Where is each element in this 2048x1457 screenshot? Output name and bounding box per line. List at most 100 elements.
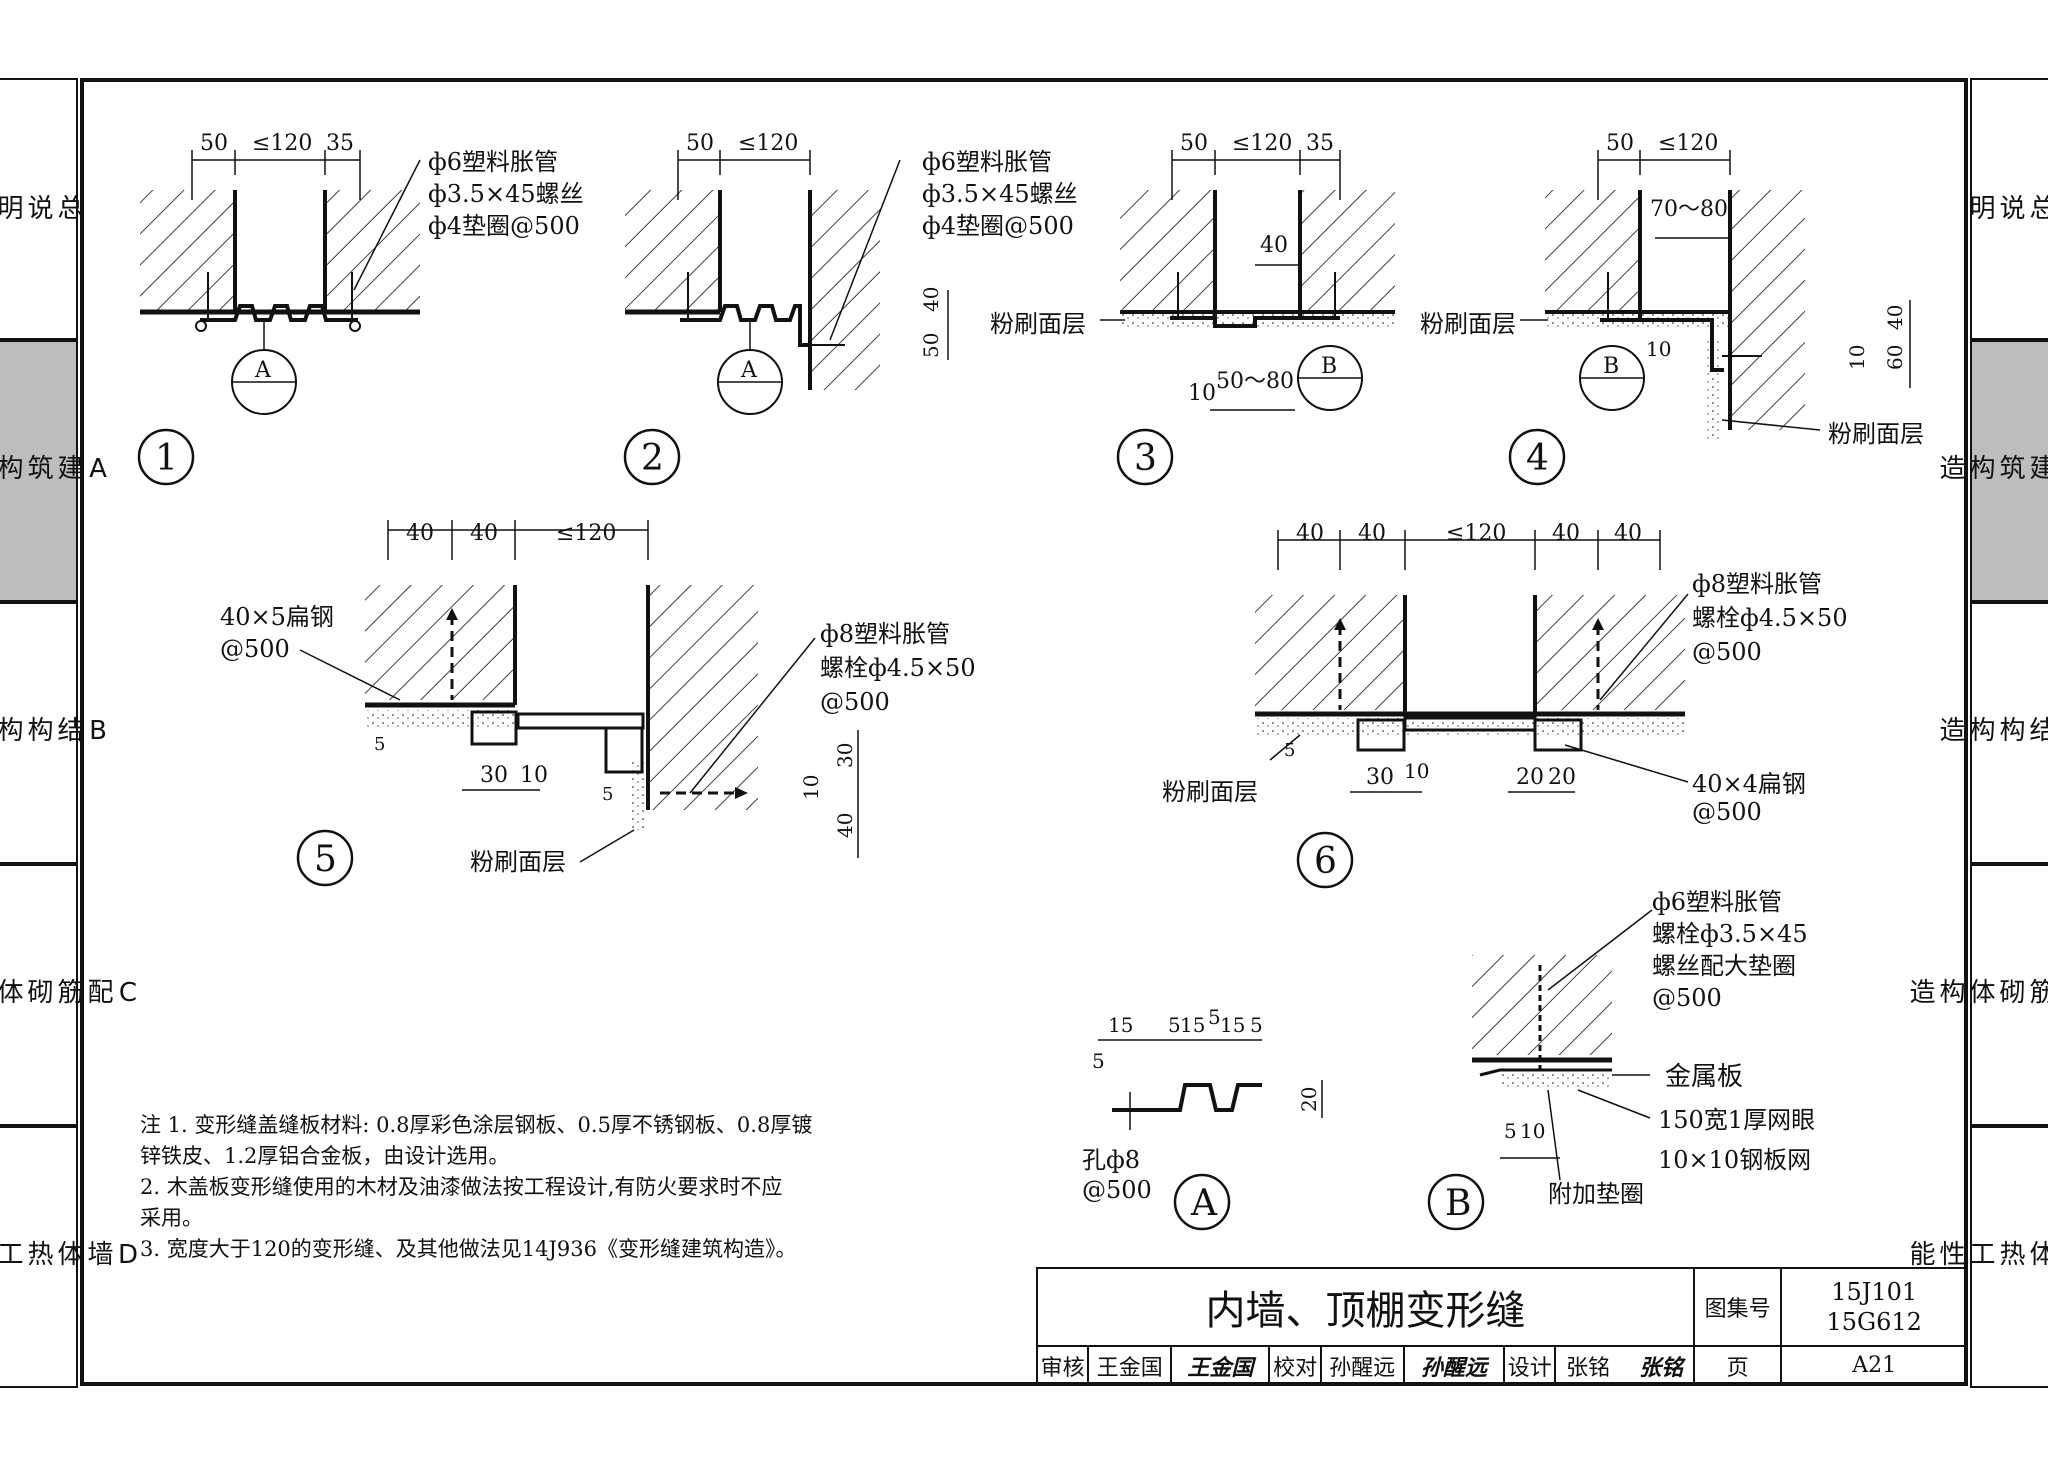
detail-number: A — [1190, 1183, 1218, 1224]
dim-label: 50 — [1180, 131, 1208, 156]
dim-label: 15 — [1180, 1013, 1205, 1037]
dim-label: ≤120 — [1446, 521, 1506, 546]
dim-label: 5 — [1504, 1119, 1517, 1143]
dim-label: 50 — [200, 131, 228, 156]
dim-label: 5 — [374, 734, 385, 755]
detail-number: 3 — [1134, 438, 1157, 479]
dim-label: 15 — [1220, 1013, 1245, 1037]
dim-label: 5 — [1168, 1013, 1181, 1037]
detail-4: 50 ≤120 70～80 10 40 60 10 粉刷面层 粉刷面层 B 4 — [1420, 131, 1924, 486]
dim-label: 5 — [1250, 1013, 1263, 1037]
dim-label: 40 — [833, 813, 857, 838]
check-label: 校对 — [1268, 1345, 1322, 1386]
design-name: 张铭 — [1566, 1355, 1611, 1381]
note-label: ф4垫圈@500 — [428, 212, 580, 240]
dim-label: 50 — [1606, 131, 1634, 156]
note-label: 粉刷面层 — [1828, 420, 1924, 448]
note-label: 粉刷面层 — [1420, 310, 1516, 338]
atlas-number-2: 15G612 — [1826, 1308, 1922, 1337]
note-label: ф8塑料胀管 — [820, 620, 950, 648]
drawing-frame — [80, 78, 1968, 1386]
dim-label: ≤120 — [1658, 131, 1718, 156]
note-label: 10×10钢板网 — [1658, 1146, 1811, 1174]
detail-number: 1 — [155, 438, 178, 479]
dim-label: 30 — [833, 743, 857, 768]
side-tab-thermal[interactable]: D 墙 体 热 工 性 能 — [0, 1126, 143, 1388]
note-line: 注 1. 变形缝盖缝板材料: 0.8厚彩色涂层钢板、0.5厚不锈钢板、0.8厚镀 — [140, 1113, 813, 1137]
detail-number: B — [1445, 1183, 1471, 1224]
review-name: 王金国 — [1087, 1345, 1173, 1386]
dim-label: 5 — [602, 784, 613, 805]
side-tab-label: C 配 筋 砌 体 构 造 — [0, 978, 143, 1012]
note-label: ф6塑料胀管 — [1652, 888, 1782, 916]
dim-label: 10 — [799, 775, 823, 800]
side-tab-masonry[interactable]: C 配 筋 砌 体 构 造 — [1905, 864, 2048, 1126]
side-tab-label: A 建 筑 构 造 — [1935, 454, 2048, 484]
side-tab-structure[interactable]: B 结 构 构 造 — [1935, 602, 2048, 864]
dim-label: 10 — [1520, 1119, 1545, 1143]
title-block: 内墙、顶棚变形缝 图集号 15J101 15G612 审核 王金国 王金国 校对… — [1035, 1266, 1968, 1386]
side-tab-general[interactable]: 总 说 明 — [0, 78, 83, 340]
note-line: 2. 木盖板变形缝使用的木材及油漆做法按工程设计,有防火要求时不应 — [140, 1175, 783, 1199]
side-tab-general[interactable]: 总 说 明 — [1965, 78, 2048, 340]
side-tab-masonry[interactable]: C 配 筋 砌 体 构 造 — [0, 864, 143, 1126]
dim-label: ≤120 — [1232, 131, 1292, 156]
dim-label: 40 — [1358, 521, 1386, 546]
dim-label: 40 — [1260, 233, 1288, 258]
design-signature: 张铭 — [1639, 1354, 1684, 1381]
note-line: 锌铁皮、1.2厚铝合金板，由设计选用。 — [140, 1144, 510, 1168]
dim-label: 35 — [1306, 131, 1334, 156]
side-tab-label: A 建 筑 构 造 — [0, 454, 113, 488]
dim-label: 15 — [1108, 1013, 1133, 1037]
side-tab-label: B 结 构 构 造 — [1935, 716, 2048, 746]
side-tab-label: 总 说 明 — [0, 194, 83, 224]
note-label: 粉刷面层 — [1162, 778, 1258, 806]
general-notes: 注 1. 变形缝盖缝板材料: 0.8厚彩色涂层钢板、0.5厚不锈钢板、0.8厚镀… — [140, 1110, 980, 1265]
side-tab-label: C 配 筋 砌 体 构 造 — [1905, 978, 2048, 1008]
note-line: 3. 宽度大于120的变形缝、及其他做法见14J936《变形缝建筑构造》。 — [140, 1237, 797, 1261]
detail-number: 2 — [641, 438, 664, 479]
ref-label: A — [740, 358, 758, 383]
page-number: A21 — [1780, 1345, 1968, 1386]
side-tab-structure[interactable]: B 结 构 构 造 — [0, 602, 113, 864]
dim-label: 20 — [1548, 765, 1576, 790]
check-name: 孙醒远 — [1319, 1345, 1405, 1386]
note-label: @500 — [1692, 638, 1762, 666]
dim-label: 30 — [480, 763, 508, 788]
note-label: 150宽1厚网眼 — [1658, 1106, 1815, 1134]
note-label: 螺栓ф4.5×50 — [820, 654, 976, 682]
dim-label: ≤120 — [252, 131, 312, 156]
detail-b: 金属板 ф6塑料胀管 螺栓ф3.5×45 螺丝配大垫圈 @500 150宽1厚网… — [1427, 888, 1815, 1231]
drawing-title: 内墙、顶棚变形缝 — [1036, 1266, 1695, 1348]
detail-number: 4 — [1526, 438, 1549, 479]
dim-label: 50～80 — [1216, 369, 1294, 394]
side-tab-architecture[interactable]: A 建 筑 构 造 — [1935, 340, 2048, 602]
detail-3: 50 ≤120 35 40 10 50～80 粉刷面层 B 3 — [990, 131, 1395, 486]
note-label: 螺丝配大垫圈 — [1652, 952, 1796, 980]
note-label: ф8塑料胀管 — [1692, 570, 1822, 598]
side-tab-label: D 墙 体 热 工 性 能 — [1905, 1240, 2048, 1270]
note-label: 粉刷面层 — [470, 848, 566, 876]
dim-label: 40 — [470, 521, 498, 546]
side-tab-thermal[interactable]: D 墙 体 热 工 性 能 — [1905, 1126, 2048, 1388]
note-label: @500 — [1692, 798, 1762, 826]
dim-label: 20 — [1297, 1087, 1321, 1112]
atlas-number-1: 15J101 — [1831, 1278, 1918, 1307]
dim-label: 30 — [1366, 765, 1394, 790]
dim-label: 10 — [1845, 345, 1869, 370]
ref-label: B — [1321, 354, 1337, 379]
design-name-and-signature: 张铭 张铭 — [1554, 1345, 1695, 1386]
side-tab-architecture[interactable]: A 建 筑 构 造 — [0, 340, 113, 602]
detail-number: 5 — [314, 839, 337, 880]
dim-label: 20 — [1516, 765, 1544, 790]
dim-label: 60 — [1883, 345, 1907, 370]
note-line: 采用。 — [140, 1206, 203, 1230]
dim-label: 5 — [1208, 1005, 1221, 1029]
note-label: 金属板 — [1665, 1062, 1743, 1092]
dim-label: 5 — [1284, 740, 1295, 761]
note-label: 孔ф8 — [1082, 1146, 1140, 1174]
dim-label: 10 — [1646, 337, 1671, 361]
note-label: ф6塑料胀管 — [428, 148, 558, 176]
detail-1: 50 ≤120 35 ф6塑料胀管 ф3.5×45螺丝 ф4垫圈@500 A 1 — [137, 131, 584, 486]
